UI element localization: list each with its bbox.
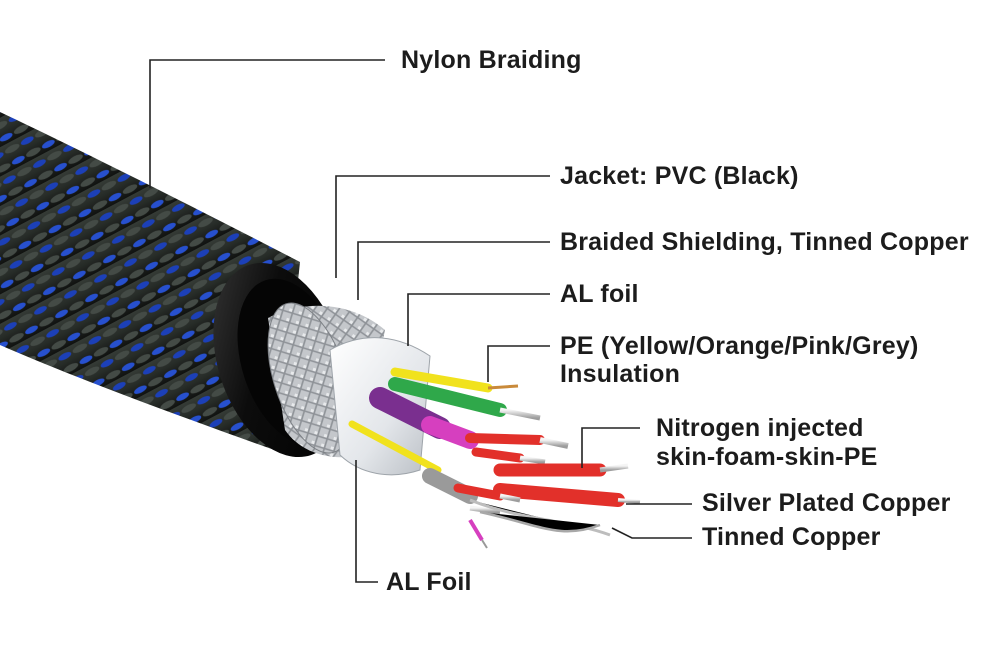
label-al-foil-bottom: AL Foil (386, 568, 472, 596)
label-nitrogen-line2: skin-foam-skin-PE (656, 443, 878, 471)
leader-lines (149, 59, 692, 583)
label-al-foil-top: AL foil (560, 280, 639, 308)
label-braided-shielding: Braided Shielding, Tinned Copper (560, 228, 969, 256)
label-silver-plated-copper: Silver Plated Copper (702, 489, 951, 517)
conductor-bundle (348, 367, 641, 549)
label-nitrogen-line1: Nitrogen injected (656, 414, 864, 442)
label-tinned-copper: Tinned Copper (702, 523, 881, 551)
label-pe-insulation-line1: PE (Yellow/Orange/Pink/Grey) (560, 332, 919, 360)
label-pe-insulation-line2: Insulation (560, 360, 681, 388)
label-jacket-pvc: Jacket: PVC (Black) (560, 162, 799, 190)
label-nylon-braiding: Nylon Braiding (401, 46, 582, 74)
